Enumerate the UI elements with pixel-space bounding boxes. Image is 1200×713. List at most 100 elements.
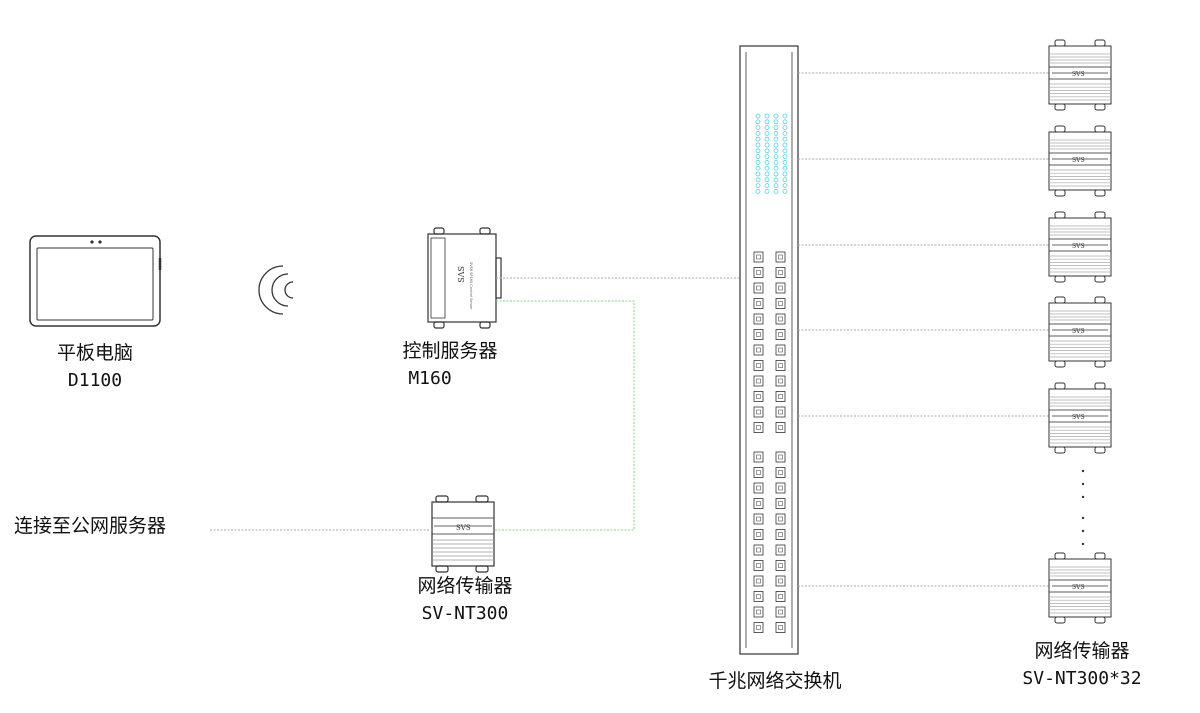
ethernet-port <box>775 406 786 418</box>
gigabit-switch-icon <box>739 45 799 655</box>
led-indicator <box>764 177 770 183</box>
led-indicator <box>755 148 761 154</box>
ethernet-port <box>753 344 764 356</box>
led-indicator <box>773 154 779 160</box>
led-indicator <box>782 136 788 142</box>
ethernet-port <box>775 391 786 402</box>
ethernet-port <box>775 606 786 618</box>
ethernet-port <box>753 544 764 556</box>
ethernet-port-pin <box>778 578 783 584</box>
led-indicator <box>773 159 779 165</box>
ethernet-port <box>775 498 786 509</box>
ethernet-port <box>775 513 786 525</box>
ethernet-port <box>775 622 786 633</box>
ethernet-port-pin <box>756 470 761 475</box>
led-indicator <box>755 119 761 125</box>
led-indicator <box>764 159 770 165</box>
led-indicator <box>782 119 788 125</box>
led-indicator <box>782 159 788 165</box>
ethernet-port <box>753 391 764 402</box>
ethernet-port <box>753 560 764 571</box>
ethernet-port-pin <box>778 285 783 291</box>
ethernet-port <box>775 422 786 433</box>
tablet-name-label: 平板电脑 <box>56 342 133 364</box>
ethernet-port-pin <box>778 563 783 568</box>
ethernet-port <box>753 298 764 309</box>
led-indicator <box>773 148 779 154</box>
ethernet-port <box>775 451 786 463</box>
led-indicator <box>755 142 761 148</box>
led-indicator <box>755 177 761 183</box>
endpoint-brand-text: SVS <box>1072 584 1085 591</box>
ethernet-port-pin <box>756 485 761 491</box>
led-indicator <box>782 113 788 119</box>
led-indicator <box>764 148 770 154</box>
ethernet-port <box>753 498 764 509</box>
ethernet-port <box>775 529 786 540</box>
ethernet-port <box>753 422 764 433</box>
ethernet-port <box>775 575 786 587</box>
ethernet-port-pin <box>756 516 761 522</box>
led-indicator <box>755 183 761 189</box>
ethernet-port <box>775 267 786 278</box>
ethernet-port-pin <box>756 594 761 599</box>
ethernet-port <box>775 251 786 263</box>
led-indicator <box>773 188 779 194</box>
endpoint-brand-text: SVS <box>1072 414 1085 421</box>
endpoint-brand-text: SVS <box>1072 71 1085 78</box>
ethernet-port <box>753 313 764 325</box>
led-indicator <box>755 171 761 177</box>
led-indicator <box>764 165 770 171</box>
led-indicator <box>773 165 779 171</box>
ethernet-port <box>753 591 764 602</box>
ethernet-port-pin <box>778 516 783 522</box>
ethernet-port-pin <box>756 301 761 306</box>
led-indicator <box>773 183 779 189</box>
tablet-icon <box>29 235 162 327</box>
led-indicator <box>764 130 770 136</box>
public-network-label: 连接至公网服务器 <box>14 515 167 537</box>
endpoint-brand-text: SVS <box>1072 243 1085 250</box>
led-indicator <box>782 125 788 130</box>
endpoint-transmitter-icon: SVS <box>1048 39 1112 111</box>
ethernet-port-pin <box>778 347 783 353</box>
endpoint-transmitter-icon: SVS <box>1048 382 1112 454</box>
ethernet-port-pin <box>778 301 783 306</box>
led-indicator <box>755 113 761 119</box>
endpoint-brand-text: SVS <box>1072 328 1085 335</box>
server-model-label: M160 <box>408 368 452 389</box>
ethernet-port <box>775 544 786 556</box>
ethernet-port-pin <box>756 501 761 506</box>
endpoints-name-label: 网络传输器 <box>1034 640 1130 662</box>
ethernet-port <box>753 513 764 525</box>
led-indicator <box>773 177 779 183</box>
ethernet-port-pin <box>756 609 761 615</box>
endpoints-model-label: SV-NT300*32 <box>1022 668 1142 689</box>
led-indicator <box>773 130 779 136</box>
ethernet-port <box>775 298 786 309</box>
ethernet-port-pin <box>778 532 783 537</box>
ethernet-port-pin <box>756 363 761 368</box>
ethernet-port-pin <box>756 378 761 384</box>
ethernet-port <box>775 282 786 294</box>
server-side-text: SVS8 SP160 Control Server <box>469 262 473 310</box>
ethernet-port-pin <box>778 332 783 337</box>
ethernet-port <box>753 529 764 540</box>
ethernet-port-pin <box>756 316 761 322</box>
ethernet-port <box>775 467 786 478</box>
led-indicator <box>782 177 788 183</box>
ethernet-port <box>753 622 764 633</box>
ethernet-port <box>775 482 786 494</box>
ethernet-port <box>753 467 764 478</box>
ethernet-port-pin <box>778 254 783 260</box>
ethernet-port-pin <box>756 563 761 568</box>
ethernet-port-pin <box>756 254 761 260</box>
ethernet-port-pin <box>756 332 761 337</box>
ethernet-port-pin <box>778 378 783 384</box>
ethernet-port-pin <box>778 316 783 322</box>
ethernet-port-pin <box>778 454 783 460</box>
led-indicator <box>773 142 779 148</box>
server-name-label: 控制服务器 <box>402 340 498 362</box>
switch-ports <box>753 251 786 633</box>
